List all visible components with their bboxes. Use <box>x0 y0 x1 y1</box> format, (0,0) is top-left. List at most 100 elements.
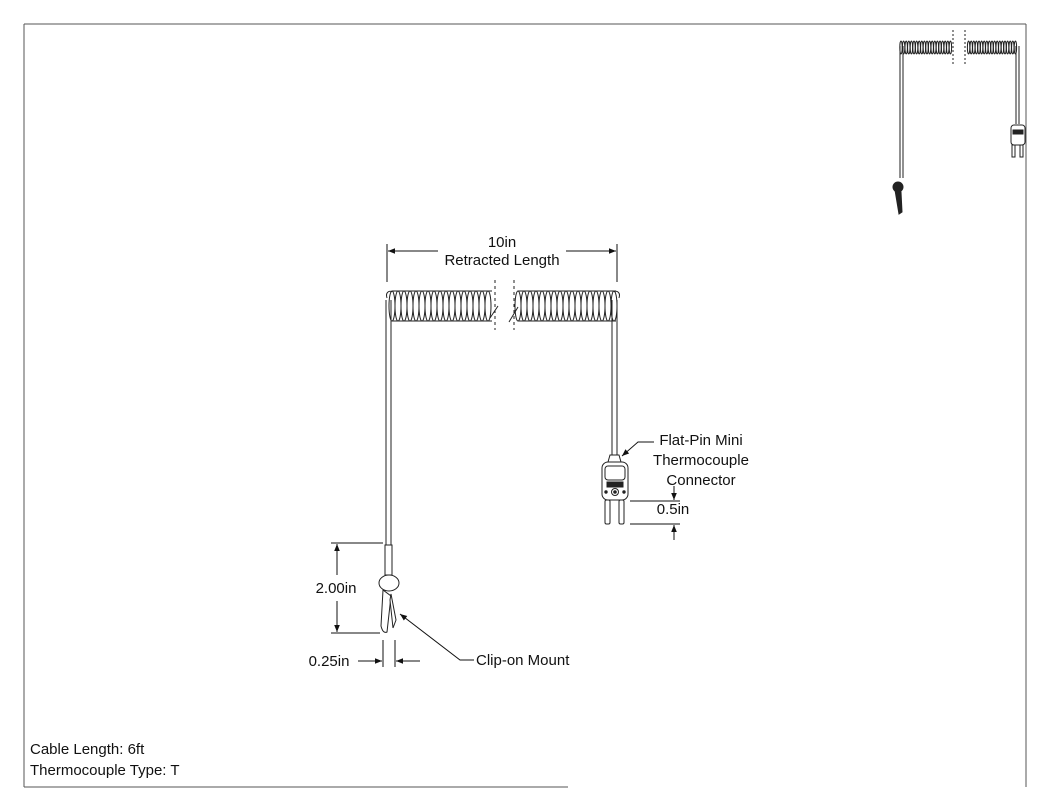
coil-loop <box>550 290 558 322</box>
coil-loop <box>532 290 540 322</box>
retracted-length-value: 10in <box>488 234 516 251</box>
thumbnail-coil-loop <box>938 40 942 55</box>
coil-loop <box>544 290 552 322</box>
thumbnail-coil-loop <box>1000 40 1005 55</box>
coil-loop <box>418 290 426 322</box>
dimension-connector-height <box>630 486 680 540</box>
dimension-retracted-length <box>386 244 618 282</box>
thumbnail-coil <box>899 40 1018 55</box>
clip-callout: Clip-on Mount <box>476 652 570 669</box>
coil-loop <box>598 290 606 322</box>
coil-loop <box>556 290 564 322</box>
coil-loop <box>586 290 594 322</box>
coil-loop <box>580 290 588 322</box>
coil-loop <box>526 290 534 322</box>
coil-loop <box>568 290 576 322</box>
thumbnail-coil-loop <box>933 40 937 55</box>
thumbnail-coil-loop <box>907 40 911 55</box>
thumbnail-coil-loop <box>985 40 989 55</box>
coil-loop <box>514 290 522 322</box>
thumbnail-coil-loop <box>1005 40 1010 55</box>
connector-callout-line1: Flat-Pin Mini <box>659 432 742 449</box>
coil-loop <box>412 290 420 322</box>
thumbnail-coil-loop <box>917 40 921 55</box>
sheet-border <box>23 23 1027 788</box>
thumbnail-coil-loop <box>914 40 919 55</box>
thumbnail-coil-loop <box>904 40 908 55</box>
coil-loop <box>466 290 474 322</box>
drawing-notes: Cable Length: 6ft Thermocouple Type: T <box>30 739 180 781</box>
coil-loop <box>592 290 600 322</box>
coil-loop <box>394 290 402 322</box>
connector-callout-line3: Connector <box>666 472 735 489</box>
clip-height-value: 2.00in <box>316 580 357 597</box>
thumbnail-coil-loop <box>969 40 973 55</box>
thumbnail-coil-loop <box>966 40 971 55</box>
coil-loop <box>604 290 612 322</box>
thumbnail-coil-loop <box>943 40 947 55</box>
coil-loop <box>454 290 462 322</box>
thumbnail-coil-loop <box>946 40 950 55</box>
connector-callout-line2: Thermocouple <box>653 452 749 469</box>
clip-on-mount <box>378 544 400 633</box>
coil-loop <box>574 290 582 322</box>
coil-loop <box>484 290 492 322</box>
cable-legs <box>385 300 618 545</box>
coil-loop <box>388 290 396 322</box>
thumbnail-coil-loop <box>922 40 927 55</box>
thumbnail-coil-loop <box>977 40 981 55</box>
thumbnail-coil-loop <box>972 40 976 55</box>
thumbnail-coil-loop <box>990 40 994 55</box>
coil-loop <box>520 290 528 322</box>
thumbnail-coil-loop <box>1011 40 1015 55</box>
coil-loop <box>478 290 486 322</box>
thumbnail-break-marks <box>952 30 966 66</box>
coil-loop <box>472 290 480 322</box>
coiled-cable <box>386 280 620 330</box>
coil-loop <box>400 290 408 322</box>
thumbnail-coil-loop <box>1008 40 1012 55</box>
thumbnail-coil-loop <box>992 40 997 55</box>
thumbnail-coil-loop <box>930 40 934 55</box>
thumbnail-coil-loop <box>935 40 940 55</box>
coil-loop <box>406 290 414 322</box>
thumbnail-coil-loop <box>920 40 924 55</box>
coil-loop <box>448 290 456 322</box>
coil-loop <box>430 290 438 322</box>
dimension-clip-width <box>358 640 420 667</box>
coil-break-marks <box>494 280 515 330</box>
thumbnail-coil-loop <box>979 40 984 55</box>
thumbnail-coil-loop <box>998 40 1002 55</box>
thumbnail-coil-loop <box>948 40 953 55</box>
retracted-length-label: Retracted Length <box>444 252 559 269</box>
coil-left-section <box>388 290 492 322</box>
thumbnail-coil-loop <box>927 40 932 55</box>
cable-length-note: Cable Length: 6ft <box>30 741 145 758</box>
coil-loop <box>460 290 468 322</box>
coil-right-section <box>514 290 618 322</box>
dimension-clip-height <box>331 542 383 634</box>
thumbnail-coil-loop <box>925 40 929 55</box>
thermocouple-type-note: Thermocouple Type: T <box>30 762 180 779</box>
thumbnail-coil-loop <box>909 40 914 55</box>
coil-loop <box>442 290 450 322</box>
thumbnail-coil-loop <box>1013 40 1018 55</box>
thumbnail-coil-loop <box>912 40 916 55</box>
coil-loop <box>538 290 546 322</box>
flat-pin-mini-connector <box>601 454 629 525</box>
coil-loop <box>424 290 432 322</box>
thumbnail-coil-loop <box>974 40 979 55</box>
connector-height-value: 0.5in <box>657 501 690 518</box>
thumbnail-view <box>892 30 1026 215</box>
coil-loop <box>562 290 570 322</box>
thumbnail-coil-loop <box>987 40 992 55</box>
callout-leaders <box>399 441 654 661</box>
coil-loop <box>436 290 444 322</box>
thumbnail-coil-loop <box>940 40 945 55</box>
thumbnail-coil-loop <box>995 40 999 55</box>
thumbnail-coil-loop <box>1003 40 1007 55</box>
clip-width-value: 0.25in <box>309 653 350 670</box>
thumbnail-coil-loop <box>982 40 986 55</box>
